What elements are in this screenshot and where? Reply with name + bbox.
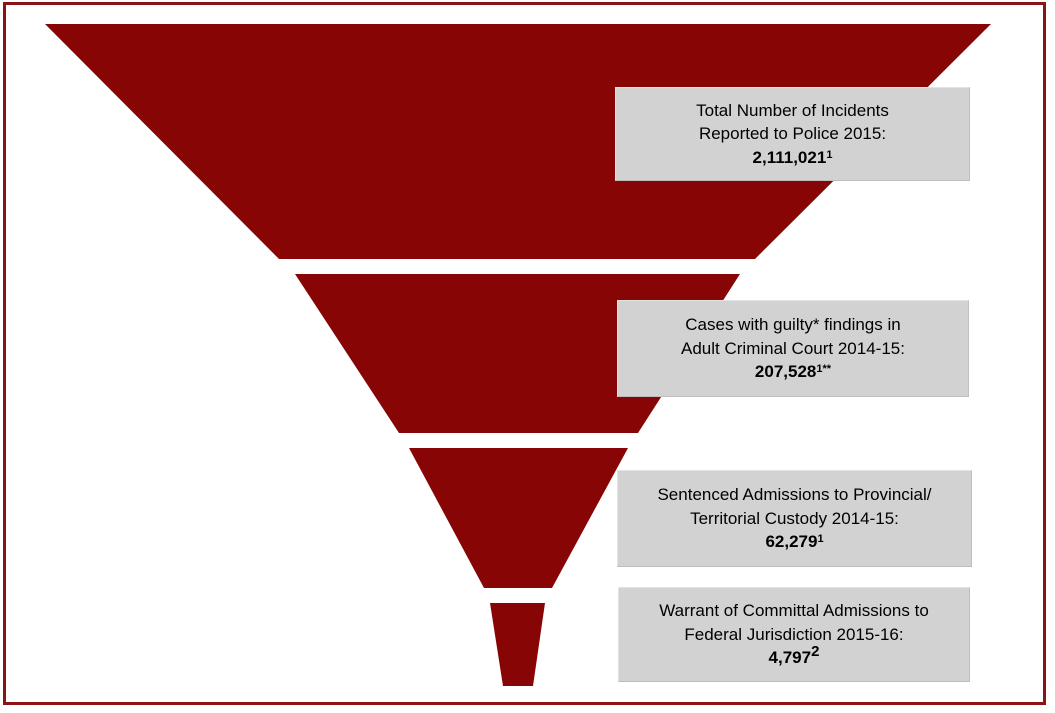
label-line-1: Total Number of Incidents [696,100,889,120]
funnel-label-guilty-cases: Cases with guilty* findings in Adult Cri… [617,300,969,397]
label-line-2: Territorial Custody 2014-15: [690,508,899,528]
label-line-1: Sentenced Admissions to Provincial/ [657,485,932,505]
funnel-segment-provincial-custody [409,448,628,588]
footnote-marker: 1 [826,148,833,161]
funnel-label-federal-jurisdiction: Warrant of Committal Admissions to Feder… [618,587,970,682]
footnote-marker: 2 [811,643,820,661]
label-line-1: Cases with guilty* findings in [685,315,901,335]
label-line-2: Federal Jurisdiction 2015-16: [684,624,904,644]
funnel-label-incidents: Total Number of Incidents Reported to Po… [615,87,970,181]
label-value: 62,2791 [765,532,824,552]
label-value: 4,7972 [768,643,820,668]
label-line-2: Reported to Police 2015: [698,124,887,144]
funnel-segment-incidents [45,24,991,259]
label-line-2: Adult Criminal Court 2014-15: [681,338,905,358]
funnel-segment-federal-jurisdiction [490,603,545,686]
label-value: 207,5281** [754,362,832,382]
footnote-marker: 1** [816,363,832,376]
footnote-marker: 1 [817,533,824,546]
label-line-1: Warrant of Committal Admissions to [659,601,929,621]
funnel-label-provincial-custody: Sentenced Admissions to Provincial/ Terr… [617,470,972,567]
label-value: 2,111,0211 [752,147,833,167]
